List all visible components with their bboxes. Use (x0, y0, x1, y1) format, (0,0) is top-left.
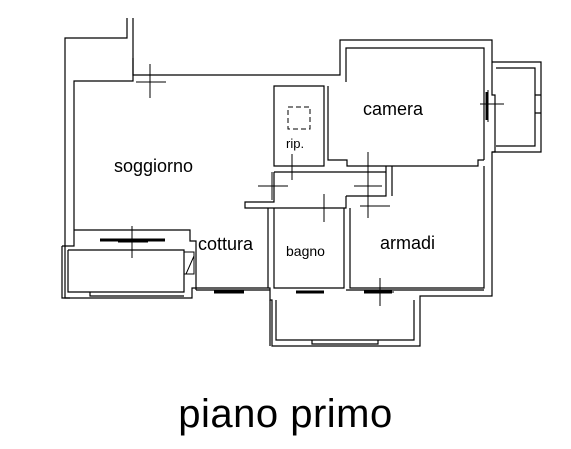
room-label-bagno: bagno (286, 243, 325, 259)
room-label-rip: rip. (286, 136, 304, 151)
inner-wall-living-bottom (74, 229, 197, 290)
rip-shaft (287, 106, 311, 130)
walls (61, 18, 542, 347)
crosshair-6 (323, 194, 390, 222)
crosshair-2 (118, 226, 148, 258)
outer-wall (64, 18, 496, 347)
balcony-bottom (269, 300, 415, 346)
plan-title: piano primo (178, 392, 393, 436)
crosshair-1 (136, 64, 166, 98)
balcony-left (61, 246, 185, 299)
crosshair-7 (366, 278, 394, 306)
balcony-left-rail (89, 292, 184, 297)
room-label-armadi: armadi (380, 233, 435, 253)
room-label-cottura: cottura (198, 234, 254, 254)
room-label-soggiorno: soggiorno (114, 156, 193, 176)
balcony-right (492, 61, 542, 153)
crosshair-8 (480, 90, 504, 122)
crosshair-5 (354, 152, 382, 218)
crosshair-3 (258, 172, 288, 200)
windows (100, 92, 489, 294)
wall-cottura (267, 208, 345, 289)
details (184, 106, 311, 275)
crosshairs (118, 64, 504, 306)
wall-camera (327, 86, 484, 167)
wall-armadi (349, 166, 485, 289)
wall-rip (273, 85, 325, 167)
room-label-camera: camera (363, 99, 424, 119)
wall-corridor (244, 166, 387, 209)
cottura-vent (184, 251, 195, 275)
outer-wall-inner (62, 58, 134, 247)
